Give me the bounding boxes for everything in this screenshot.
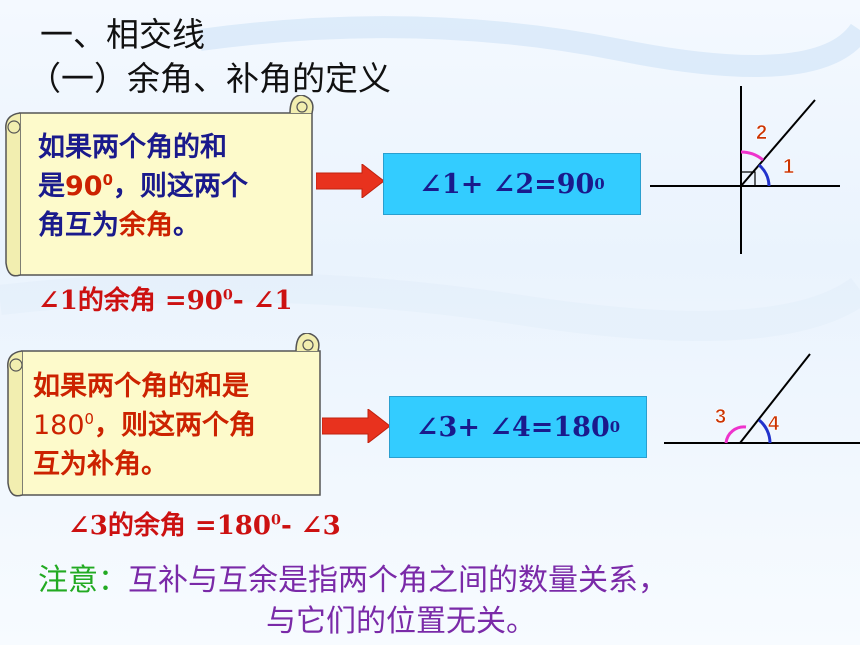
- section-title: 一、相交线: [40, 15, 205, 54]
- note-line-2: 与它们的位置无关。: [266, 604, 536, 639]
- supplement-diagram: 3 4: [664, 353, 860, 444]
- complement-line-1: 如果两个角的和: [38, 132, 227, 163]
- supplement-line-2: 1800，则这两个角: [33, 410, 256, 441]
- complement-formula: ∠1的余角 =900- ∠1: [38, 286, 293, 316]
- note-line-1: 注意：互补与互余是指两个角之间的数量关系，: [38, 563, 668, 598]
- complement-definition: 如果两个角的和 是900，则这两个 角互为余角。: [38, 128, 248, 245]
- term-complement: 余角: [119, 210, 173, 241]
- complement-line-3: 角互为余角。: [38, 210, 200, 241]
- supplement-definition: 如果两个角的和是 1800，则这两个角 互为补角。: [33, 367, 256, 484]
- angle-2-label: 2: [756, 122, 767, 144]
- angle-3-label: 3: [715, 406, 726, 428]
- complement-line-2: 是900，则这两个: [38, 171, 248, 202]
- angle-1-label: 1: [783, 156, 794, 178]
- subsection-title: （一）余角、补角的定义: [28, 59, 391, 98]
- supplement-line-1: 如果两个角的和是: [33, 371, 249, 402]
- angle-4-label: 4: [768, 413, 780, 435]
- complement-diagram: 2 1: [650, 86, 840, 254]
- supplement-line-3: 互为补角。: [33, 449, 168, 480]
- arrow-right-icon: [322, 409, 390, 443]
- arrow-right-icon: [316, 164, 384, 198]
- scroll-complement: [5, 95, 314, 277]
- scroll-supplement: [7, 333, 321, 497]
- supplement-formula: ∠3的余角 =1800- ∠3: [68, 511, 341, 541]
- note-lead: 注意：: [38, 563, 128, 598]
